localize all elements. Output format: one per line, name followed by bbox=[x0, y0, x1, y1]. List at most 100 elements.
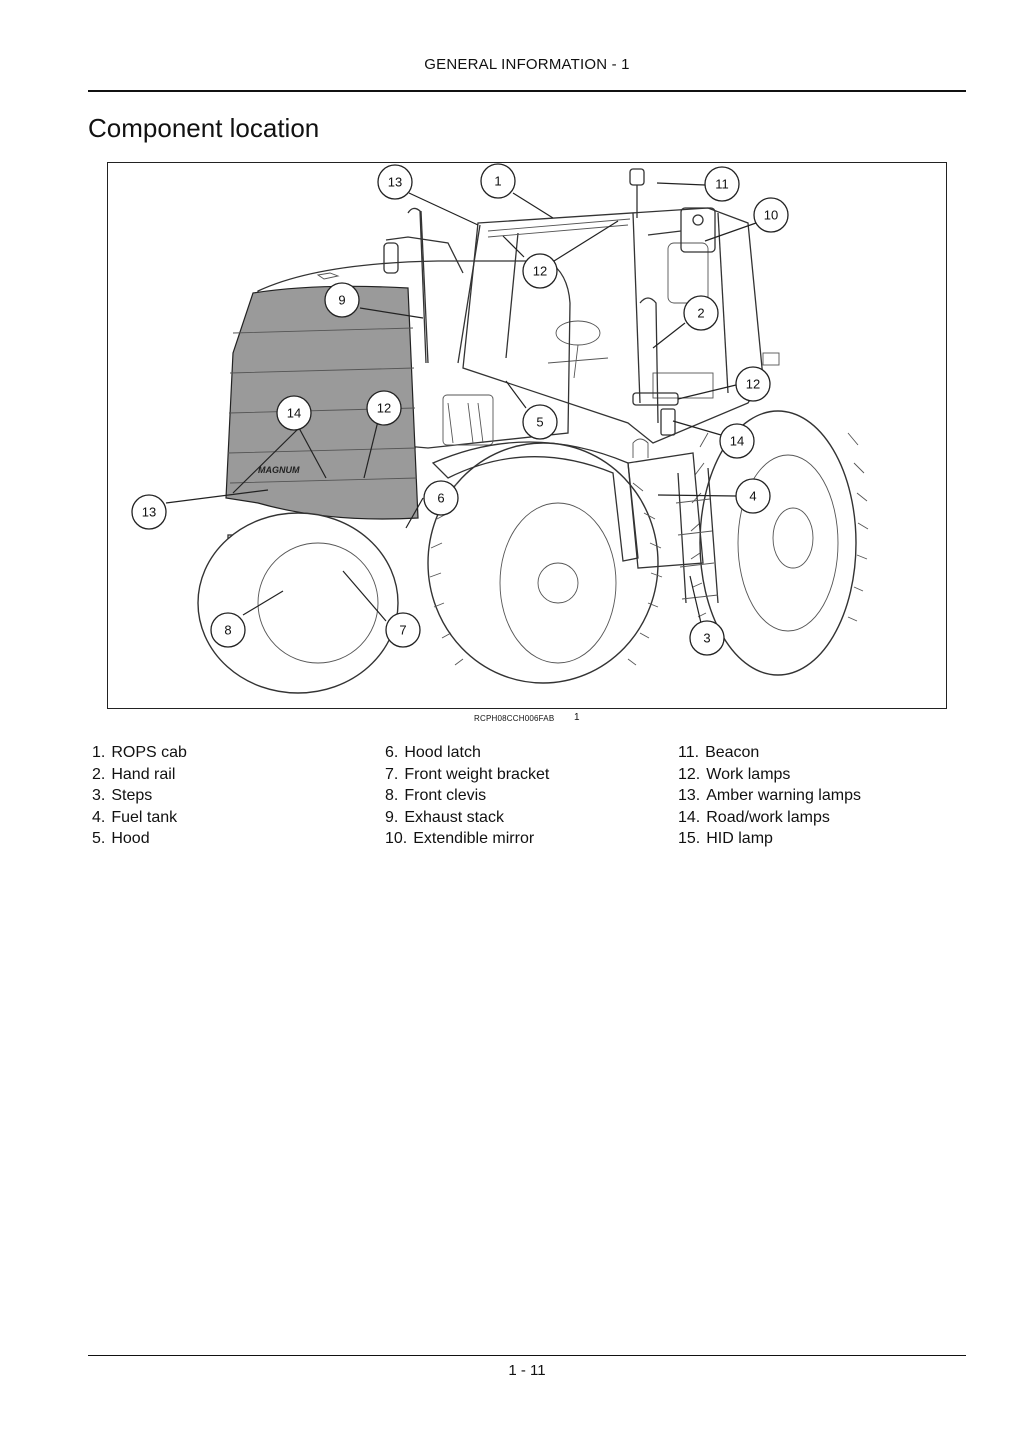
callout-14-grille: 14 bbox=[276, 395, 312, 431]
callout-1: 1 bbox=[480, 163, 516, 199]
svg-text:9: 9 bbox=[338, 293, 345, 308]
callout-4: 4 bbox=[735, 478, 771, 514]
legend-item: 12. Work lamps bbox=[678, 764, 861, 786]
legend-number: 4. bbox=[92, 808, 106, 826]
legend-number: 15. bbox=[678, 830, 701, 848]
legend-item: 3.Steps bbox=[92, 785, 187, 807]
svg-text:12: 12 bbox=[746, 377, 760, 392]
svg-text:6: 6 bbox=[437, 491, 444, 506]
callout-9: 9 bbox=[324, 282, 360, 318]
header-rule bbox=[88, 90, 966, 92]
figure-code: RCPH08CCH006FAB bbox=[474, 714, 555, 723]
legend-label: Work lamps bbox=[706, 765, 791, 783]
svg-text:8: 8 bbox=[224, 623, 231, 638]
legend-item: 2. Hand rail bbox=[92, 764, 187, 786]
callout-14-right: 14 bbox=[719, 423, 755, 459]
legend-label: Exhaust stack bbox=[404, 808, 504, 826]
legend-item: 6.Hood latch bbox=[385, 742, 549, 764]
legend-item: 10. Extendible mirror bbox=[385, 828, 549, 850]
legend-item: 15. HID lamp bbox=[678, 828, 861, 850]
legend-column-3: 11.Beacon 12. Work lamps 13. Amber warning… bbox=[678, 742, 861, 850]
legend-item: 9.Exhaust stack bbox=[385, 807, 549, 829]
svg-text:12: 12 bbox=[533, 264, 547, 279]
footer-rule bbox=[88, 1355, 966, 1356]
legend-number: 5. bbox=[92, 830, 106, 848]
legend-label: Hand rail bbox=[111, 765, 176, 783]
front-tire-right bbox=[427, 442, 663, 684]
callout-10: 10 bbox=[753, 197, 789, 233]
figure-number: 1 bbox=[574, 712, 580, 723]
callout-12-right: 12 bbox=[735, 366, 771, 402]
legend-number: 1. bbox=[92, 744, 106, 761]
svg-text:5: 5 bbox=[536, 415, 543, 430]
svg-text:4: 4 bbox=[749, 489, 756, 504]
legend-label: Front weight bracket bbox=[404, 765, 550, 783]
legend-column-1: 1. ROPS cab 2. Hand rail 3.Steps 4. Fuel ta… bbox=[92, 742, 187, 850]
svg-text:14: 14 bbox=[730, 434, 744, 449]
legend-item: 4. Fuel tank bbox=[92, 807, 187, 829]
callout-11: 11 bbox=[704, 166, 740, 202]
front-tire-left bbox=[197, 512, 399, 694]
callout-5: 5 bbox=[522, 404, 558, 440]
svg-text:2: 2 bbox=[697, 306, 704, 321]
svg-text:3: 3 bbox=[703, 631, 710, 646]
legend-item: 13. Amber warning lamps bbox=[678, 785, 861, 807]
hand-rail bbox=[639, 297, 659, 424]
svg-text:13: 13 bbox=[388, 175, 402, 190]
svg-text:10: 10 bbox=[764, 208, 778, 223]
legend-item: 8. Front clevis bbox=[385, 785, 549, 807]
front-fender bbox=[431, 441, 639, 562]
legend-label: Road/work lamps bbox=[706, 808, 830, 826]
legend-label: Beacon bbox=[705, 744, 760, 761]
legend-label: Amber warning lamps bbox=[706, 787, 861, 805]
callout-7: 7 bbox=[385, 612, 421, 648]
tractor-illustration: MAGNUM bbox=[131, 163, 869, 694]
steps bbox=[675, 467, 719, 604]
callout-6: 6 bbox=[423, 480, 459, 516]
legend-label: Front clevis bbox=[404, 787, 487, 805]
legend-item: 5. Hood bbox=[92, 828, 187, 850]
legend-item: 7.Front weight bracket bbox=[385, 764, 549, 786]
running-header: GENERAL INFORMATION - 1 bbox=[424, 56, 630, 73]
page-title: Component location bbox=[88, 113, 320, 143]
fuel-tank bbox=[627, 438, 704, 569]
callout-2: 2 bbox=[683, 295, 719, 331]
left-mirror bbox=[383, 236, 464, 274]
svg-text:11: 11 bbox=[715, 177, 729, 192]
legend-column-2: 6.Hood latch 7.Front weight bracket 8. Fr… bbox=[385, 742, 549, 850]
callout-13-left: 13 bbox=[131, 494, 167, 530]
legend-number: 14. bbox=[678, 808, 701, 826]
legend-item: 14. Road/work lamps bbox=[678, 807, 861, 829]
rear-tire-right bbox=[690, 410, 869, 676]
callout-12-cab: 12 bbox=[522, 253, 558, 289]
leader-lines bbox=[165, 182, 757, 624]
legend-label: Hood bbox=[111, 830, 150, 848]
front-grille: MAGNUM bbox=[225, 285, 419, 520]
tractor-figure: MAGNUM bbox=[107, 162, 947, 709]
legend-number: 8. bbox=[385, 787, 399, 805]
extendible-mirror bbox=[647, 207, 716, 253]
svg-text:12: 12 bbox=[377, 401, 391, 416]
callout-12-grille: 12 bbox=[366, 390, 402, 426]
exhaust-stack bbox=[407, 207, 429, 364]
page-number: 1 - 11 bbox=[508, 1362, 546, 1379]
legend-item: 11.Beacon bbox=[678, 742, 861, 764]
legend-label: ROPS cab bbox=[111, 744, 187, 761]
legend-number: 12. bbox=[678, 765, 701, 783]
legend-item: 1. ROPS cab bbox=[92, 742, 187, 764]
grille-badge: MAGNUM bbox=[258, 465, 300, 475]
svg-text:7: 7 bbox=[399, 623, 406, 638]
rops-cab bbox=[457, 207, 780, 444]
callout-3: 3 bbox=[689, 620, 725, 656]
legend-number: 13. bbox=[678, 787, 701, 805]
legend-label: Fuel tank bbox=[111, 808, 178, 826]
hood bbox=[257, 260, 571, 449]
callout-8: 8 bbox=[210, 612, 246, 648]
legend-number: 10. bbox=[385, 830, 408, 848]
legend-number: 2. bbox=[92, 765, 106, 783]
beacon bbox=[629, 168, 645, 218]
legend-label: Extendible mirror bbox=[413, 830, 535, 848]
legend-label: HID lamp bbox=[706, 830, 773, 848]
svg-text:13: 13 bbox=[142, 505, 156, 520]
svg-text:1: 1 bbox=[494, 174, 501, 189]
